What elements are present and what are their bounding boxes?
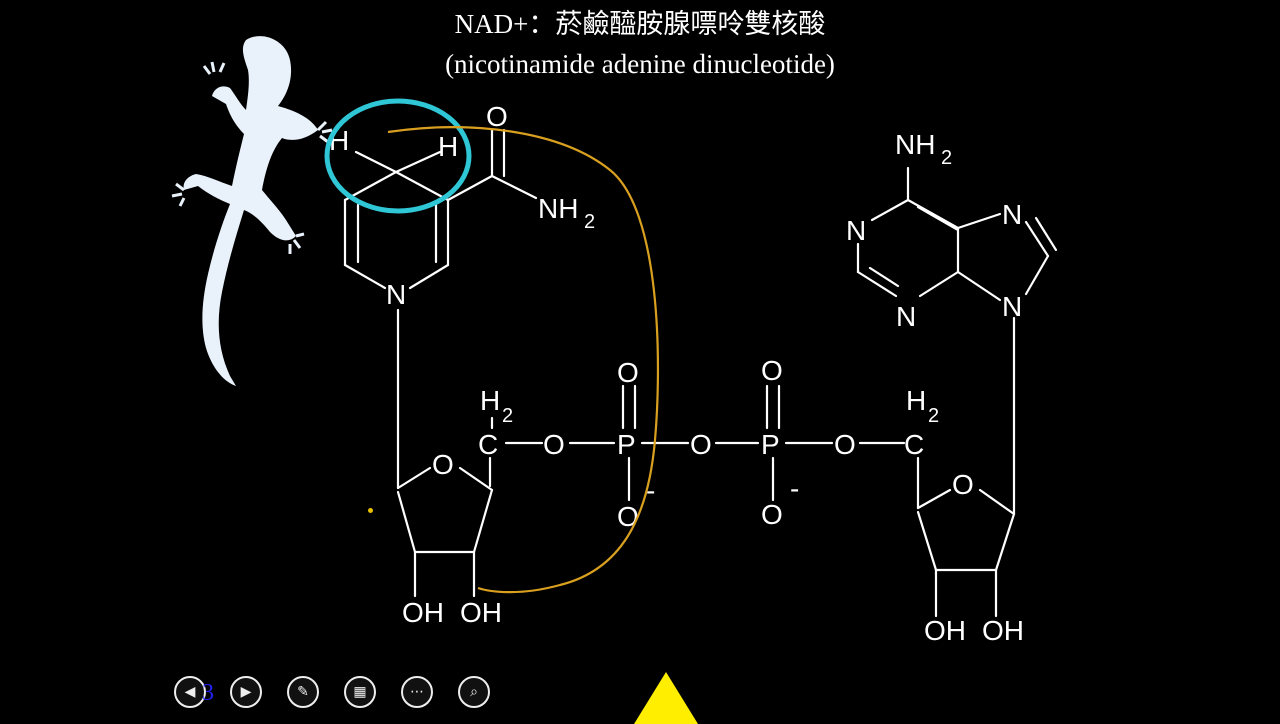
pen-icon: ✎ (297, 684, 309, 700)
atom-p2-bottom-o: O (761, 499, 783, 530)
atom-adenine-nh: NH (895, 129, 935, 160)
gecko-icon (171, 36, 333, 386)
slides-grid-icon: ▦ (353, 684, 367, 700)
slide-subtitle: (nicotinamide adenine dinucleotide) (445, 49, 835, 79)
previous-slide-button[interactable]: ◀ (174, 676, 206, 708)
atom-oh1b: OH (460, 597, 502, 628)
atom-bridge-o2: O (690, 429, 712, 460)
ribose-left (396, 416, 494, 598)
atom-p2: P (761, 429, 780, 460)
atom-adenine-n7: N (1002, 199, 1022, 230)
atom-p2-charge: - (790, 473, 799, 504)
arrow-right-icon: ▶ (240, 684, 252, 700)
ribose-right (916, 316, 1016, 618)
atom-p1-charge: - (646, 475, 655, 506)
atom-ribose1-o: O (432, 449, 454, 480)
slideshow-toolbar: ◀ ▶ ✎ ▦ ⋯ ⌕ (174, 676, 514, 710)
atom-p1-bottom-o: O (617, 501, 639, 532)
slide-title: NAD+：菸鹼醯胺腺嘌呤雙核酸 (454, 9, 826, 39)
see-all-slides-button[interactable]: ▦ (344, 676, 376, 708)
atom-adenine-sub: 2 (941, 147, 952, 169)
more-icon: ⋯ (410, 684, 424, 700)
atom-adenine-n3: N (896, 301, 916, 332)
atom-bridge-o1: O (543, 429, 565, 460)
atom-adenine-n9: N (1002, 291, 1022, 322)
slide-number: 3 (202, 680, 214, 706)
atom-oh2a: OH (924, 615, 966, 646)
arrow-left-icon: ◀ (184, 684, 196, 700)
zoom-button[interactable]: ⌕ (458, 676, 490, 708)
pen-tool-button[interactable]: ✎ (287, 676, 319, 708)
phosphate-chain (504, 384, 906, 502)
atom-ribose1-c: C (478, 429, 498, 460)
atom-h-right: H (438, 131, 458, 162)
atom-oh2b: OH (982, 615, 1024, 646)
adenine-ring (856, 166, 1058, 302)
atom-ribose1-ch2-sub: 2 (502, 405, 513, 427)
atom-ribose2-c: C (904, 429, 924, 460)
atom-ribose1-ch2-h: H (480, 385, 500, 416)
atom-adenine-n1: N (846, 215, 866, 246)
atom-pyridine-n: N (386, 279, 406, 310)
atom-bridge-o3: O (834, 429, 856, 460)
atom-ribose2-ch2-sub: 2 (928, 405, 939, 427)
atom-p1-top-o: O (617, 357, 639, 388)
next-slide-button[interactable]: ▶ (230, 676, 262, 708)
cursor-triangle-icon (634, 672, 698, 724)
zoom-icon: ⌕ (470, 684, 478, 700)
atom-labels: H H O NH 2 N O H 2 C O P O O - O P O O -… (329, 101, 1024, 646)
atom-p1: P (617, 429, 636, 460)
annotation-arc (387, 126, 660, 594)
atom-carbonyl-o: O (486, 101, 508, 132)
atom-p2-top-o: O (761, 355, 783, 386)
atom-ribose2-ch2-h: H (906, 385, 926, 416)
more-options-button[interactable]: ⋯ (401, 676, 433, 708)
nicotinamide-ring (343, 128, 538, 490)
atom-amide-sub: 2 (584, 211, 595, 233)
atom-oh1a: OH (402, 597, 444, 628)
pointer-dot (368, 508, 373, 513)
highlight-circle (324, 98, 472, 214)
atom-amide-nh: NH (538, 193, 578, 224)
atom-ribose2-o: O (952, 469, 974, 500)
